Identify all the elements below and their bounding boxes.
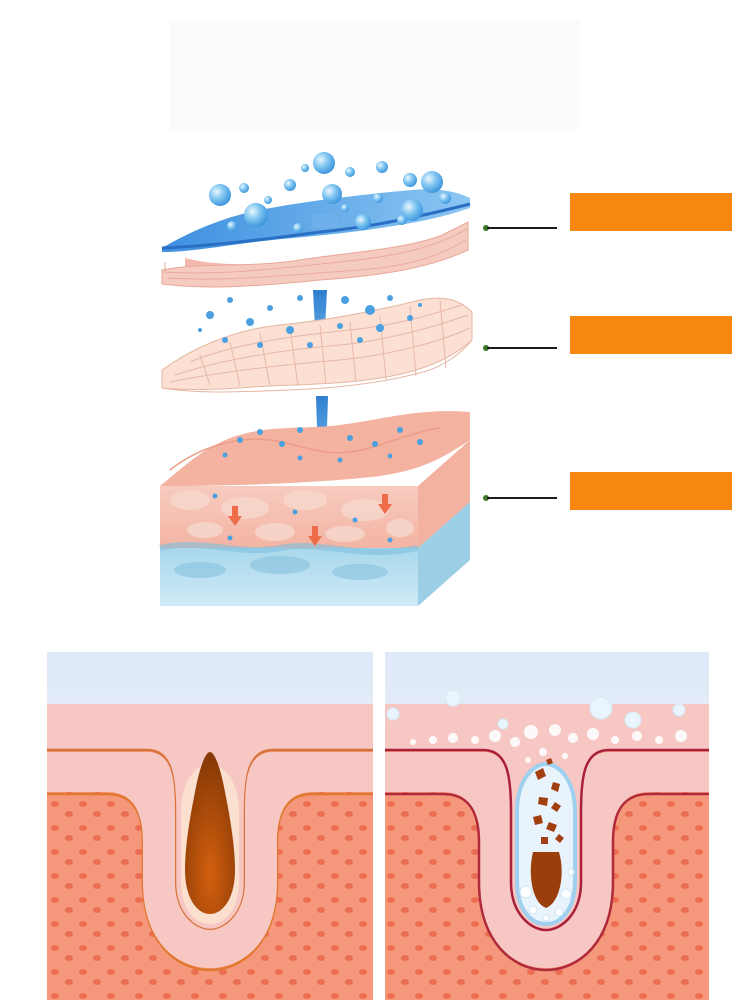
leader-dot-bottom — [483, 495, 489, 501]
leader-line-middle — [487, 347, 557, 349]
skin-layers-diagram — [159, 152, 473, 606]
pore-clogged-panel — [47, 652, 373, 1000]
pore-comparison — [47, 652, 709, 1000]
pore-cleansed-panel — [383, 652, 709, 1000]
panel-divider — [373, 650, 385, 1000]
leader-dot-middle — [483, 345, 489, 351]
middle-layer-group — [161, 297, 473, 393]
leader-line-bottom — [487, 497, 557, 499]
top-layer-group — [161, 189, 471, 288]
leader-dot-top — [483, 225, 489, 231]
label-middle-layer — [570, 316, 732, 354]
bottom-layer-group — [159, 411, 470, 606]
water-particles — [198, 295, 422, 348]
leader-line-top — [487, 227, 557, 229]
label-bottom-layer — [570, 472, 732, 510]
water-bubbles — [209, 152, 451, 233]
label-top-layer — [570, 193, 732, 231]
